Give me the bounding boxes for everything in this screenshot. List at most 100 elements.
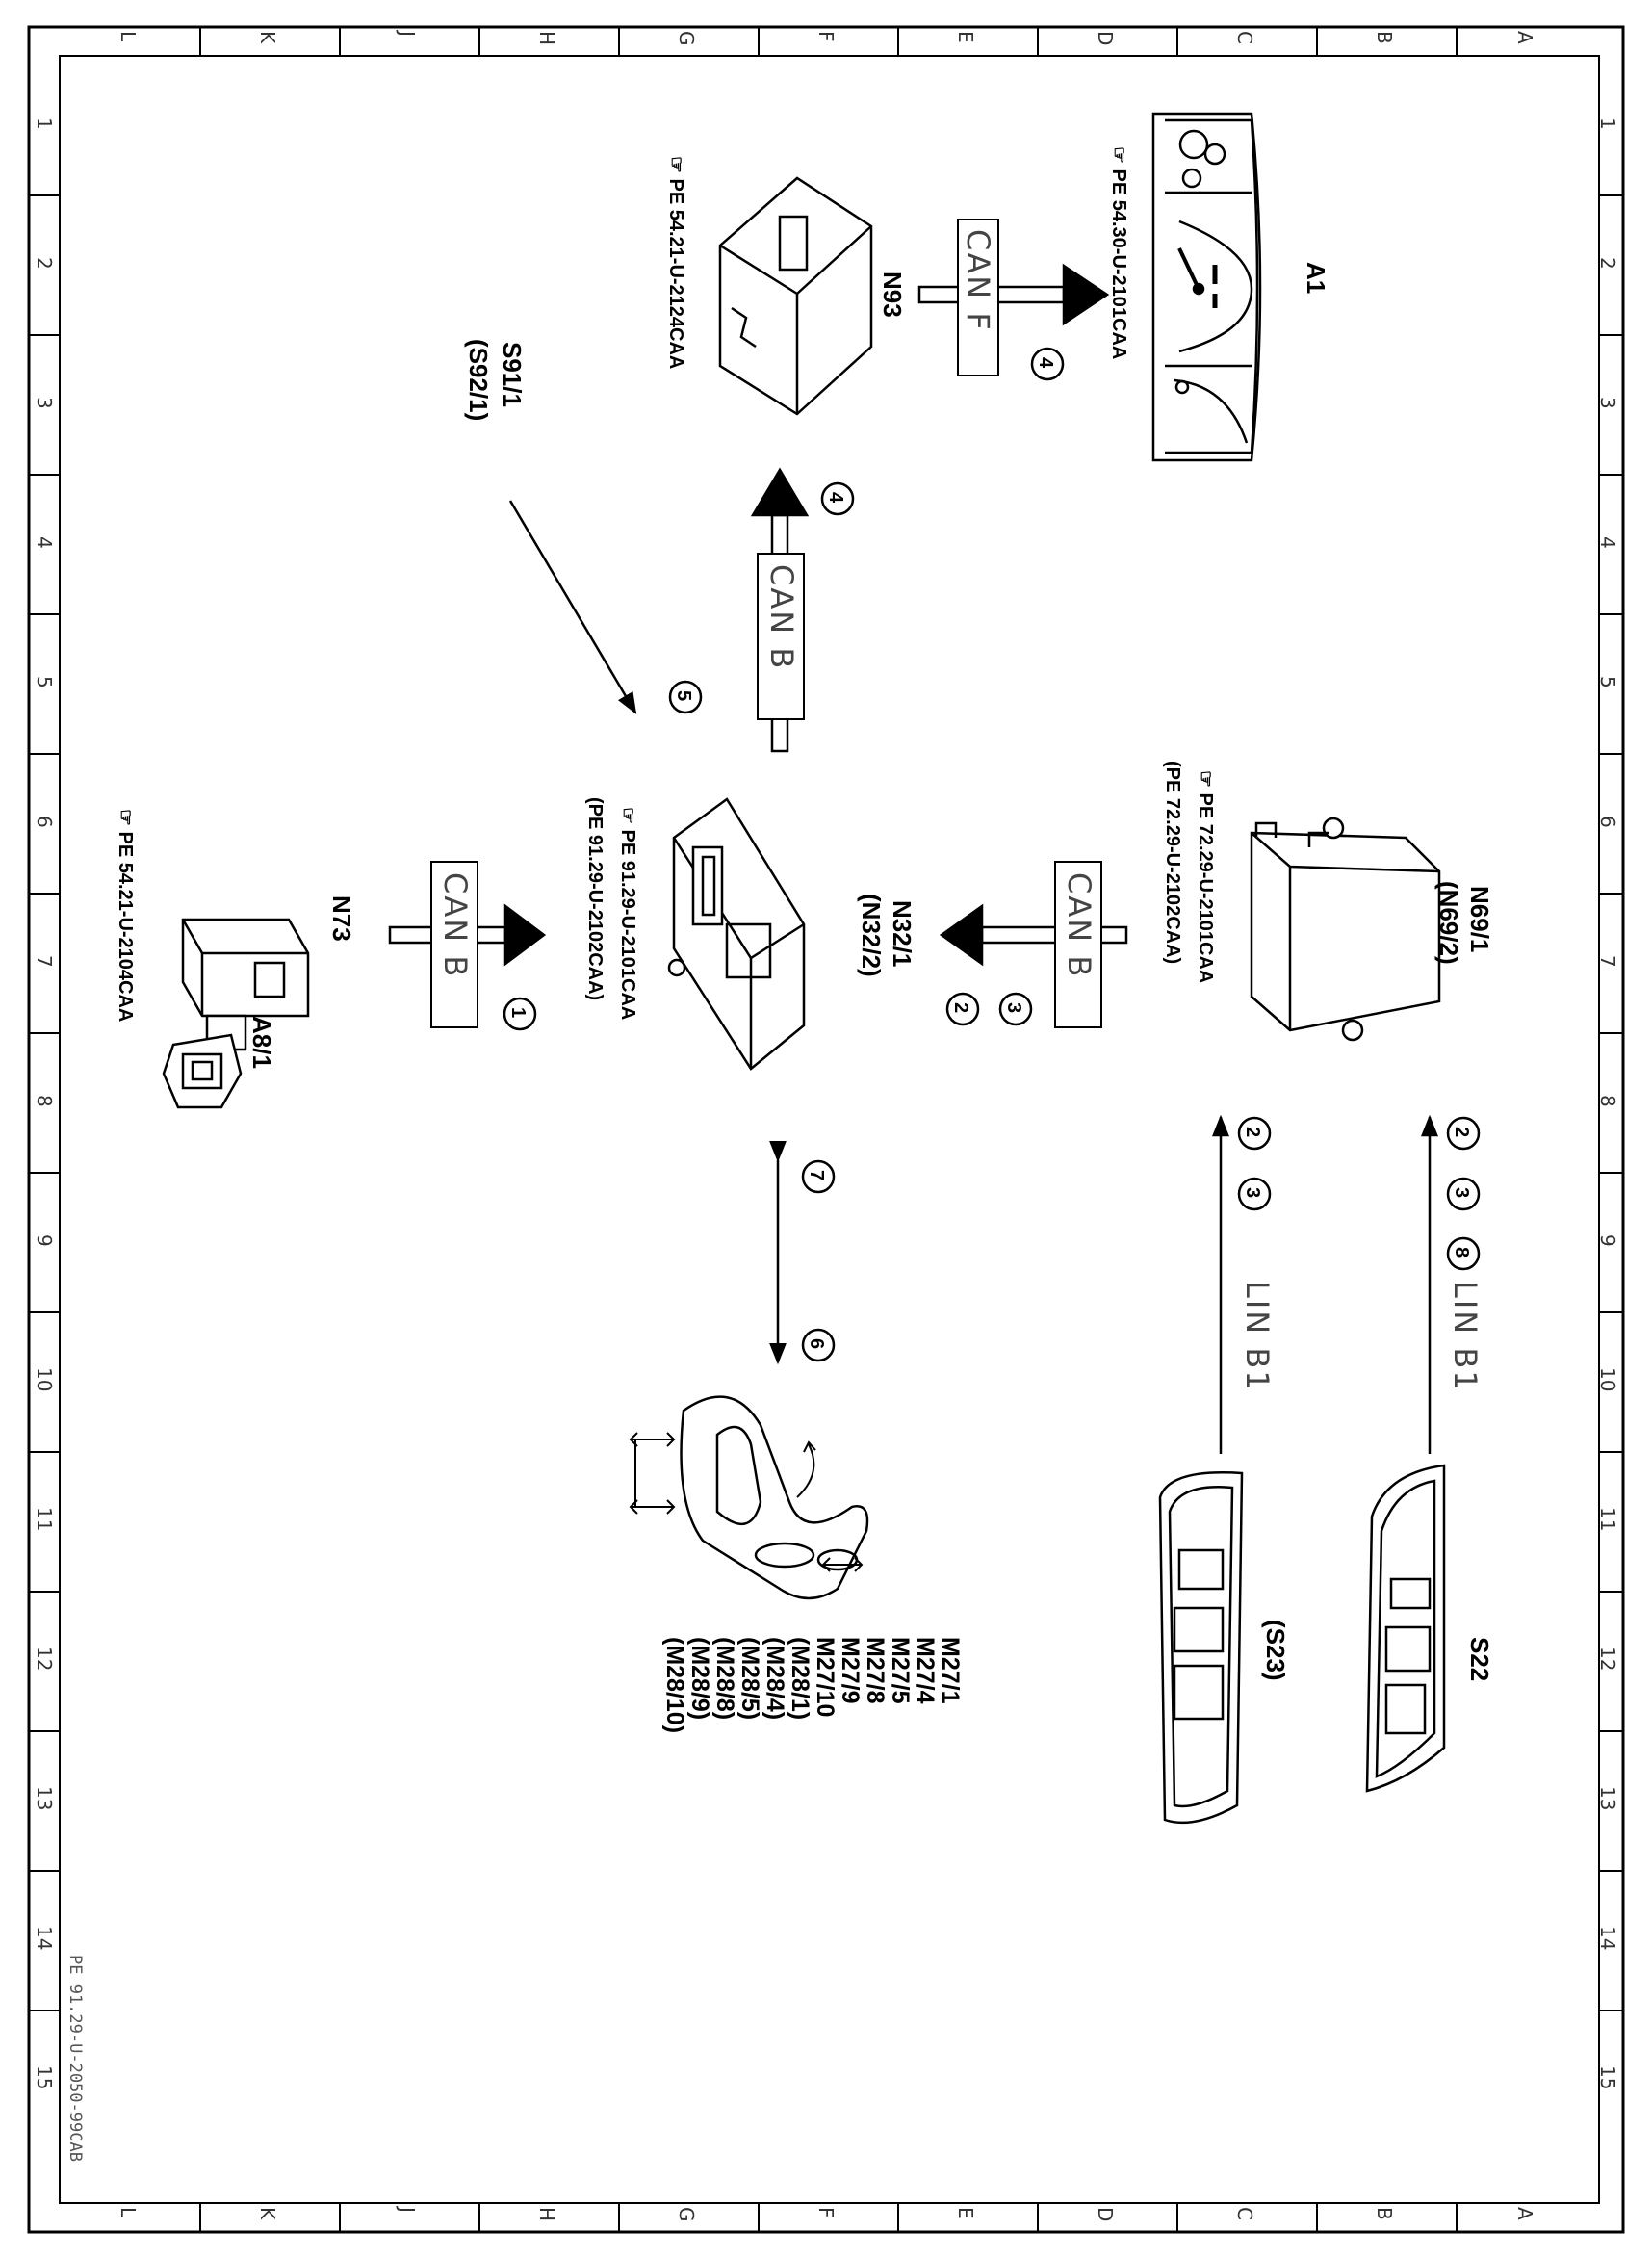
row-label: 6 <box>1596 816 1619 828</box>
s91-alt-label: (S92/1) <box>464 339 493 422</box>
motor-item: M27/9 <box>837 1637 864 1704</box>
row-label: 3 <box>1596 397 1619 409</box>
row-label: 15 <box>33 2065 56 2090</box>
step-circle <box>503 997 537 1031</box>
row-label: 12 <box>33 1647 56 1672</box>
n73-ignition-switch-icon <box>162 918 310 1109</box>
col-label: C <box>1233 31 1256 44</box>
row-label: 8 <box>33 1095 56 1107</box>
col-label: G <box>675 31 698 46</box>
row-label: 12 <box>1596 1647 1619 1672</box>
seat-adjustment-icon <box>680 1395 869 1600</box>
a1-reference-text: PE 54.30-U-2101CAA <box>1108 169 1129 360</box>
motor-item: (M28/9) <box>686 1637 713 1721</box>
lin-b1-label: LIN B1 <box>1239 1281 1276 1392</box>
outer-frame <box>27 25 1625 2234</box>
n69-module-icon <box>1250 817 1441 1042</box>
row-label: 4 <box>1596 536 1619 549</box>
col-label: C <box>1233 2207 1256 2220</box>
seat-adjustment-arrows <box>629 1432 864 1572</box>
document-code: PE 91.29-U-2050-99CAB <box>65 1955 85 2162</box>
n69-reference-1-text: PE 72.29-U-2101CAA <box>1195 792 1216 984</box>
motor-item: (M28/1) <box>787 1637 813 1721</box>
n73-label: N73 <box>327 895 356 942</box>
row-label: 8 <box>1596 1095 1619 1107</box>
row-label: 7 <box>33 955 56 968</box>
row-label: 11 <box>33 1507 56 1532</box>
step-number: 2 <box>1242 1127 1263 1138</box>
col-label: L <box>116 31 140 42</box>
step-circle <box>1446 1116 1481 1151</box>
row-label: 1 <box>1596 117 1619 130</box>
col-label: G <box>675 2207 698 2222</box>
can-b-label: CAN B <box>437 872 474 979</box>
step-number: 1 <box>507 1007 529 1019</box>
step-circle <box>801 1328 836 1362</box>
step-circle <box>1237 1116 1272 1151</box>
s23-label: (S23) <box>1261 1620 1290 1681</box>
can-b-label: CAN B <box>763 564 800 671</box>
col-label: K <box>256 2207 279 2220</box>
row-label: 2 <box>1596 257 1619 270</box>
n69-reference-1: ☞ PE 72.29-U-2101CAA <box>1195 770 1216 984</box>
a8-label: A8/1 <box>247 1016 276 1069</box>
step-circle <box>801 1159 836 1194</box>
step-number: 3 <box>1242 1187 1263 1199</box>
s91-signal-arrow <box>508 500 637 714</box>
col-label: H <box>535 2207 558 2222</box>
s23-switch-panel-icon <box>1158 1471 1244 1825</box>
n69-reference-2: (PE 72.29-U-2102CAA) <box>1162 761 1183 965</box>
n32-reference-1: ☞ PE 91.29-U-2101CAA <box>617 807 638 1021</box>
motor-item: (M28/10) <box>661 1637 688 1734</box>
row-label: 9 <box>1596 1234 1619 1247</box>
step-number: 6 <box>806 1338 827 1350</box>
step-number: 2 <box>1451 1127 1472 1138</box>
step-circle <box>1237 1177 1272 1211</box>
can-f-label-box <box>957 219 999 376</box>
n69-label: N69/1 <box>1465 886 1494 953</box>
row-label: 10 <box>33 1367 56 1392</box>
col-label: B <box>1373 31 1396 44</box>
n32-reference-1-text: PE 91.29-U-2101CAA <box>617 829 638 1021</box>
can-f-connector <box>917 263 1110 326</box>
step-number: 3 <box>1451 1187 1472 1199</box>
col-label: H <box>535 31 558 46</box>
s91-label: S91/1 <box>498 342 527 407</box>
n73-reference-text: PE 54.21-U-2104CAA <box>115 831 136 1023</box>
motor-item: (M28/4) <box>761 1637 788 1721</box>
col-label: J <box>396 31 419 37</box>
can-b-label-box <box>430 861 478 1028</box>
col-label: F <box>814 2207 838 2218</box>
can-b-label-box <box>757 553 805 720</box>
step-number: 3 <box>1003 1002 1024 1014</box>
can-f-label: CAN F <box>960 229 996 332</box>
row-label: 5 <box>1596 676 1619 688</box>
row-label: 2 <box>33 257 56 270</box>
step-number: 4 <box>1035 357 1056 369</box>
step-number: 8 <box>1451 1247 1472 1258</box>
step-circle <box>1446 1236 1481 1271</box>
instrument-cluster-icon <box>1151 112 1262 462</box>
col-label: F <box>814 31 838 42</box>
col-label: K <box>256 31 279 44</box>
inner-frame <box>59 55 1600 2204</box>
n73-reference: ☞ PE 54.21-U-2104CAA <box>115 809 136 1023</box>
col-label: J <box>396 2207 419 2213</box>
n93-reference: ☞ PE 54.21-U-2124CAA <box>665 156 686 370</box>
step-circle <box>945 992 980 1026</box>
n32-module-icon <box>667 797 806 1071</box>
step-circle <box>998 992 1033 1026</box>
step-circle <box>1446 1177 1481 1211</box>
col-label: A <box>1513 31 1536 44</box>
motor-item: M27/10 <box>812 1637 839 1718</box>
row-label: 13 <box>33 1786 56 1811</box>
lin-b1-label: LIN B1 <box>1447 1281 1484 1392</box>
n93-module-icon <box>718 176 873 416</box>
col-label: B <box>1373 2207 1396 2220</box>
row-label: 13 <box>1596 1786 1619 1811</box>
can-b-label-box <box>1054 861 1102 1028</box>
n93-label: N93 <box>878 272 907 318</box>
row-label: 4 <box>33 536 56 549</box>
